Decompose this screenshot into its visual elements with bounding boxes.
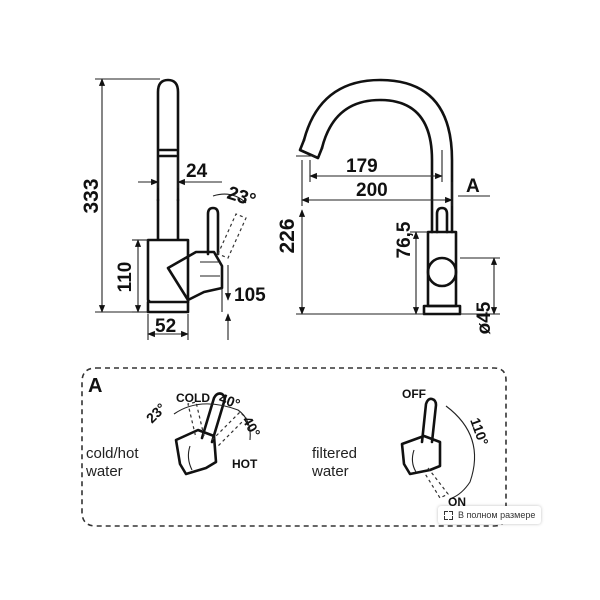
side-handle-lever [206,206,220,256]
front-handle-knob [426,256,458,288]
mixer-handle-housing [174,428,218,476]
side-body [146,198,190,304]
label-on: ON [448,495,466,509]
label-cold: COLD [176,391,210,405]
angle-tilt-label: 23° [143,400,169,426]
dim-spout-width: 24 [186,161,208,182]
front-body [426,230,458,308]
side-handle-housing [166,250,224,302]
angle-range-label: 110° [467,416,492,448]
detail-a-panel: A cold/hot water 23° COLD 40° 40° HOT fi… [81,367,507,527]
mixer-housing-detail [187,445,193,471]
caption-cold-hot-line2: water [85,463,123,480]
caption-cold-hot-line1: cold/hot [86,445,139,462]
caption-filtered-line2: water [311,463,349,480]
front-base [422,304,462,316]
front-spout-outer [302,78,454,234]
dim-handle-depth: 105 [234,285,266,306]
front-spout-inner [320,98,434,234]
side-view: 333 24 23° 110 105 52 [80,78,266,340]
filter-angle-arc [445,405,476,499]
dim-lever-height: 76,5 [394,221,415,258]
dim-body-height: 110 [115,262,136,293]
filter-lever-off [420,397,438,444]
caption-filtered-line1: filtered [312,445,357,462]
angle-right-label: 40° [239,414,263,440]
side-angle-arc [212,193,247,204]
side-base [146,300,190,314]
front-view: 179 200 A 226 76,5 ø45 [276,78,500,334]
dim-height-total: 333 [80,178,103,213]
angle-left-label: 40° [217,390,242,412]
mixer-angle-arc [173,403,251,441]
front-spout-tip [298,138,324,160]
detail-a-title: A [88,375,102,397]
dim-spout-height: 226 [276,218,299,253]
side-handle-tilted [217,213,247,259]
mixer-lever-cold [187,401,205,439]
front-lever [435,206,449,234]
dim-base-width: 52 [155,316,176,337]
filter-housing-detail [411,449,417,473]
expand-icon [444,510,453,520]
filter-lever-on [423,467,449,499]
dim-base-diameter: ø45 [474,301,495,334]
side-handle-detail [200,261,220,277]
fullsize-button[interactable]: В полном размере [438,506,542,524]
detail-a-frame [81,367,507,527]
filter-handle-housing [400,434,442,476]
detail-a-marker: A [466,176,480,197]
fullsize-label: В полном размере [458,510,536,520]
side-spout-aerator [158,148,178,158]
label-off: OFF [402,387,426,401]
side-spout-body [156,78,180,202]
dim-reach-inner: 179 [346,156,378,177]
label-hot: HOT [232,457,258,471]
mixer-lever [200,392,226,444]
dim-reach-outer: 200 [356,180,388,201]
dim-handle-angle: 23° [224,183,258,212]
